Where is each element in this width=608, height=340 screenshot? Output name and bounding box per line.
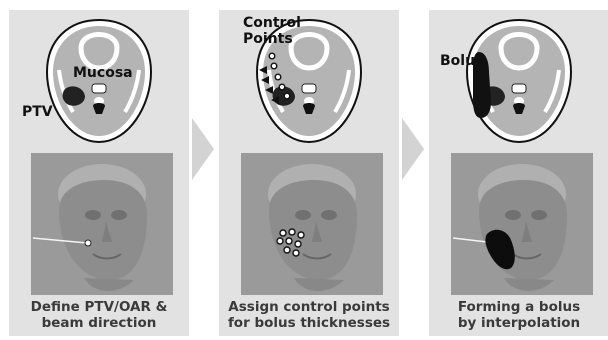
ct-slice-1 <box>47 20 151 142</box>
panel-1-graphics <box>9 10 189 336</box>
caption-line: by interpolation <box>429 315 608 331</box>
label-line: Points <box>243 31 301 47</box>
caption-panel-3: Forming a bolus by interpolation <box>429 299 608 331</box>
3d-head-render-3 <box>451 153 593 295</box>
panel-forming-bolus: Bolus Forming a bolus by interpolation <box>429 10 608 336</box>
panel-2-graphics <box>219 10 399 336</box>
step-arrow-1 <box>192 118 218 184</box>
step-arrow-2 <box>402 118 428 184</box>
caption-line: Assign control points <box>219 299 399 315</box>
caption-panel-2: Assign control points for bolus thicknes… <box>219 299 399 331</box>
label-bolus: Bolus <box>440 53 483 69</box>
caption-line: Forming a bolus <box>429 299 608 315</box>
caption-panel-1: Define PTV/OAR & beam direction <box>9 299 189 331</box>
label-ptv: PTV <box>22 104 53 120</box>
3d-head-render-1 <box>31 153 173 295</box>
label-line: Control <box>243 15 301 31</box>
label-control-points: Control Points <box>243 15 301 47</box>
label-mucosa: Mucosa <box>73 65 133 81</box>
panel-assign-control-points: Control Points Assign control points for… <box>219 10 399 336</box>
3d-head-render-2 <box>241 153 383 295</box>
panel-define-ptv: Mucosa PTV Define PTV/OAR & beam directi… <box>9 10 189 336</box>
caption-line: for bolus thicknesses <box>219 315 399 331</box>
caption-line: beam direction <box>9 315 189 331</box>
caption-line: Define PTV/OAR & <box>9 299 189 315</box>
